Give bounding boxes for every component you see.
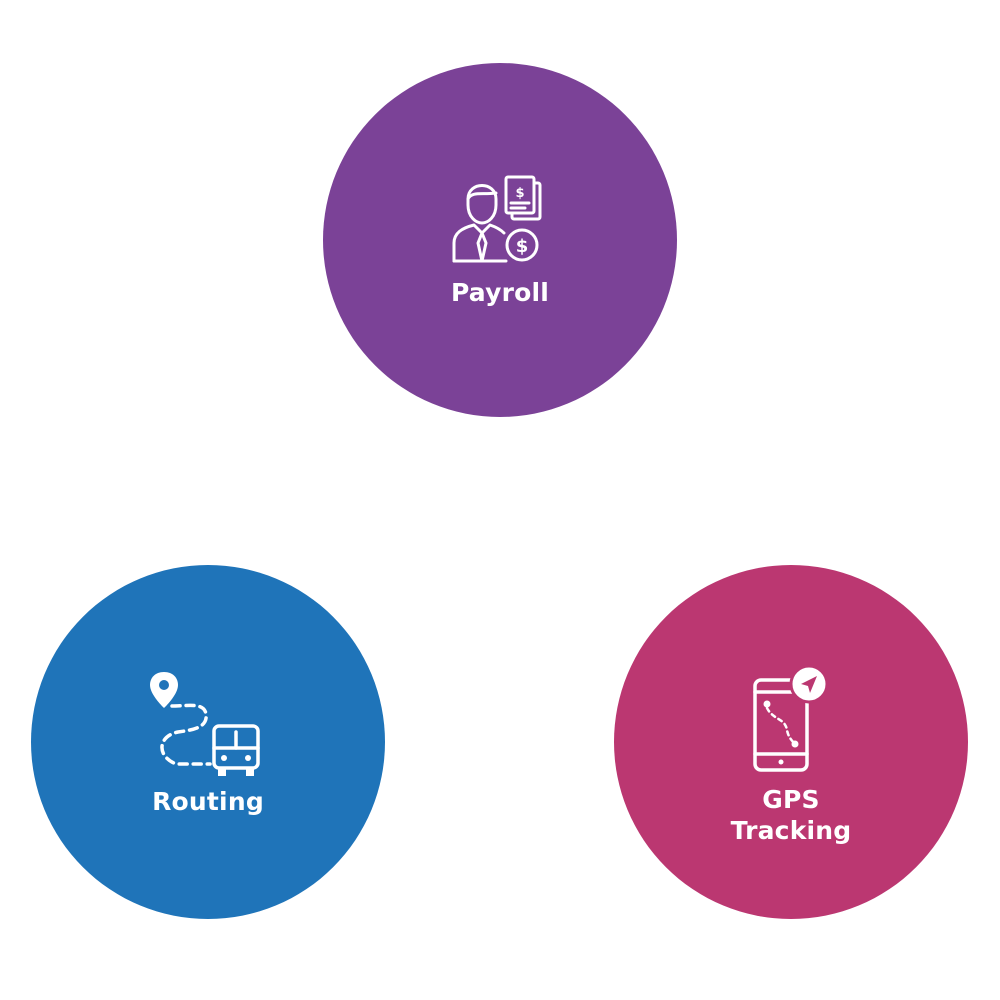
employee-payroll-icon: $ $ [452, 175, 542, 262]
svg-text:$: $ [515, 186, 524, 201]
routing-circle: Routing [31, 565, 385, 919]
bus-route-icon [150, 671, 260, 776]
payroll-label: Payroll [450, 277, 550, 307]
gps-tracking-circle: GPS Tracking [614, 565, 968, 919]
routing-label: Routing [152, 786, 264, 816]
payroll-circle: $ $ Payroll [323, 63, 677, 417]
gps-tracking-label: GPS Tracking [730, 785, 852, 845]
svg-text:$: $ [516, 236, 529, 257]
phone-gps-icon [753, 664, 829, 772]
